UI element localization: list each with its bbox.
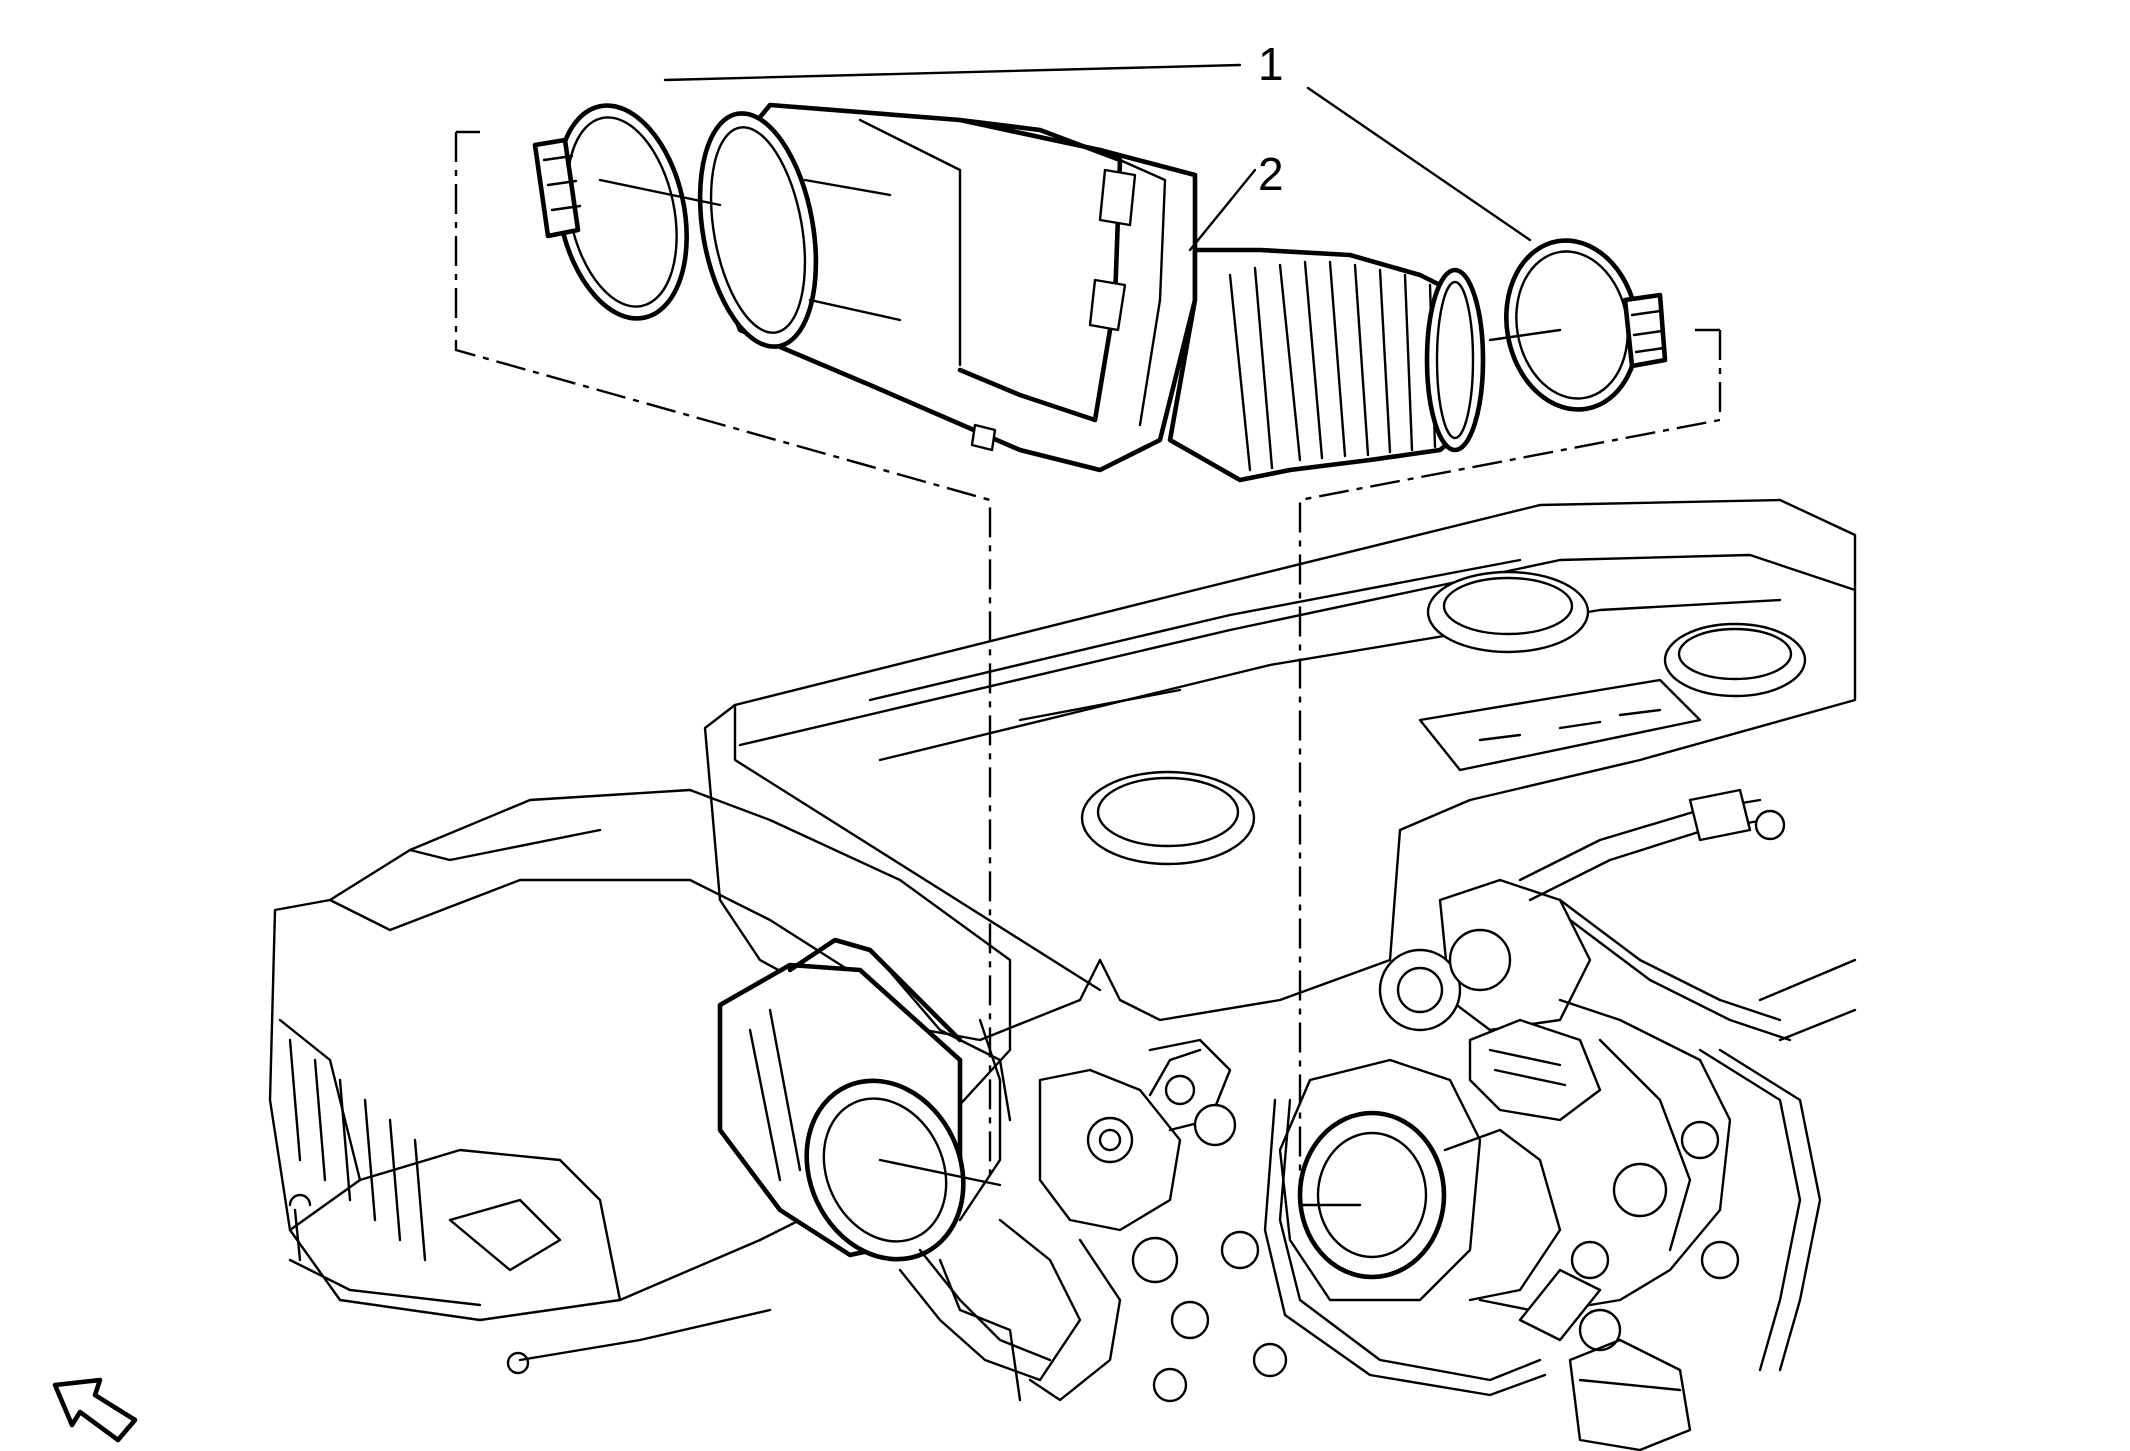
exploded-components [532,102,1668,483]
callout-1: 1 [1258,38,1284,90]
view-direction-arrow-icon [52,1377,138,1443]
callout-2: 2 [1258,148,1284,200]
left-hose-clamp [532,103,689,321]
assembly-lines [454,63,1722,1207]
air-cleaner-outlet-duct [697,102,1198,473]
right-hose-clamp [1504,238,1668,412]
callouts: 1 2 [1258,38,1284,200]
bellows-hose [1167,247,1486,483]
engine-assembly [268,498,1857,1451]
